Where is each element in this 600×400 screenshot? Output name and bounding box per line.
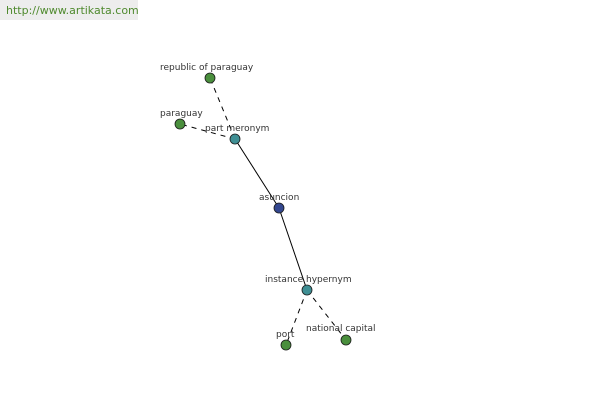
edge-asuncion-to-part-meronym [234,138,280,209]
edge-asuncion-to-instance-hypernym [278,207,308,291]
node-label-part-meronym: part meronym [205,124,269,134]
node-republic-of-paraguay[interactable]: republic of paraguay [160,63,254,84]
nodes-layer: asuncion part meronym instance hypernym rep… [160,63,376,351]
node-label-paraguay: paraguay [160,109,203,119]
node-national-capital[interactable]: national capital [306,324,376,346]
node-circle-national-capital[interactable] [340,334,352,346]
node-label-asuncion: asuncion [259,193,299,203]
edge-instance-hypernym-to-national-capital [306,289,347,341]
site-url-link[interactable]: http://www.artikata.com [6,4,139,17]
node-port[interactable]: port [276,330,295,351]
node-label-national-capital: national capital [306,324,376,334]
edge-part-meronym-to-republic-of-paraguay [209,77,236,140]
node-paraguay[interactable]: paraguay [160,109,203,130]
node-label-republic-of-paraguay: republic of paraguay [160,63,254,73]
node-instance-hypernym[interactable]: instance hypernym [265,275,352,296]
node-label-port: port [276,330,295,340]
node-circle-asuncion[interactable] [273,202,285,214]
node-circle-part-meronym[interactable] [229,133,241,145]
node-circle-instance-hypernym[interactable] [301,284,313,296]
edges-layer [179,77,347,346]
node-asuncion[interactable]: asuncion [259,193,299,214]
url-banner: http://www.artikata.com [0,0,139,20]
node-circle-port[interactable] [280,339,292,351]
node-circle-paraguay[interactable] [174,118,186,130]
node-label-instance-hypernym: instance hypernym [265,275,352,285]
node-part-meronym[interactable]: part meronym [205,124,269,145]
node-circle-republic-of-paraguay[interactable] [204,72,216,84]
